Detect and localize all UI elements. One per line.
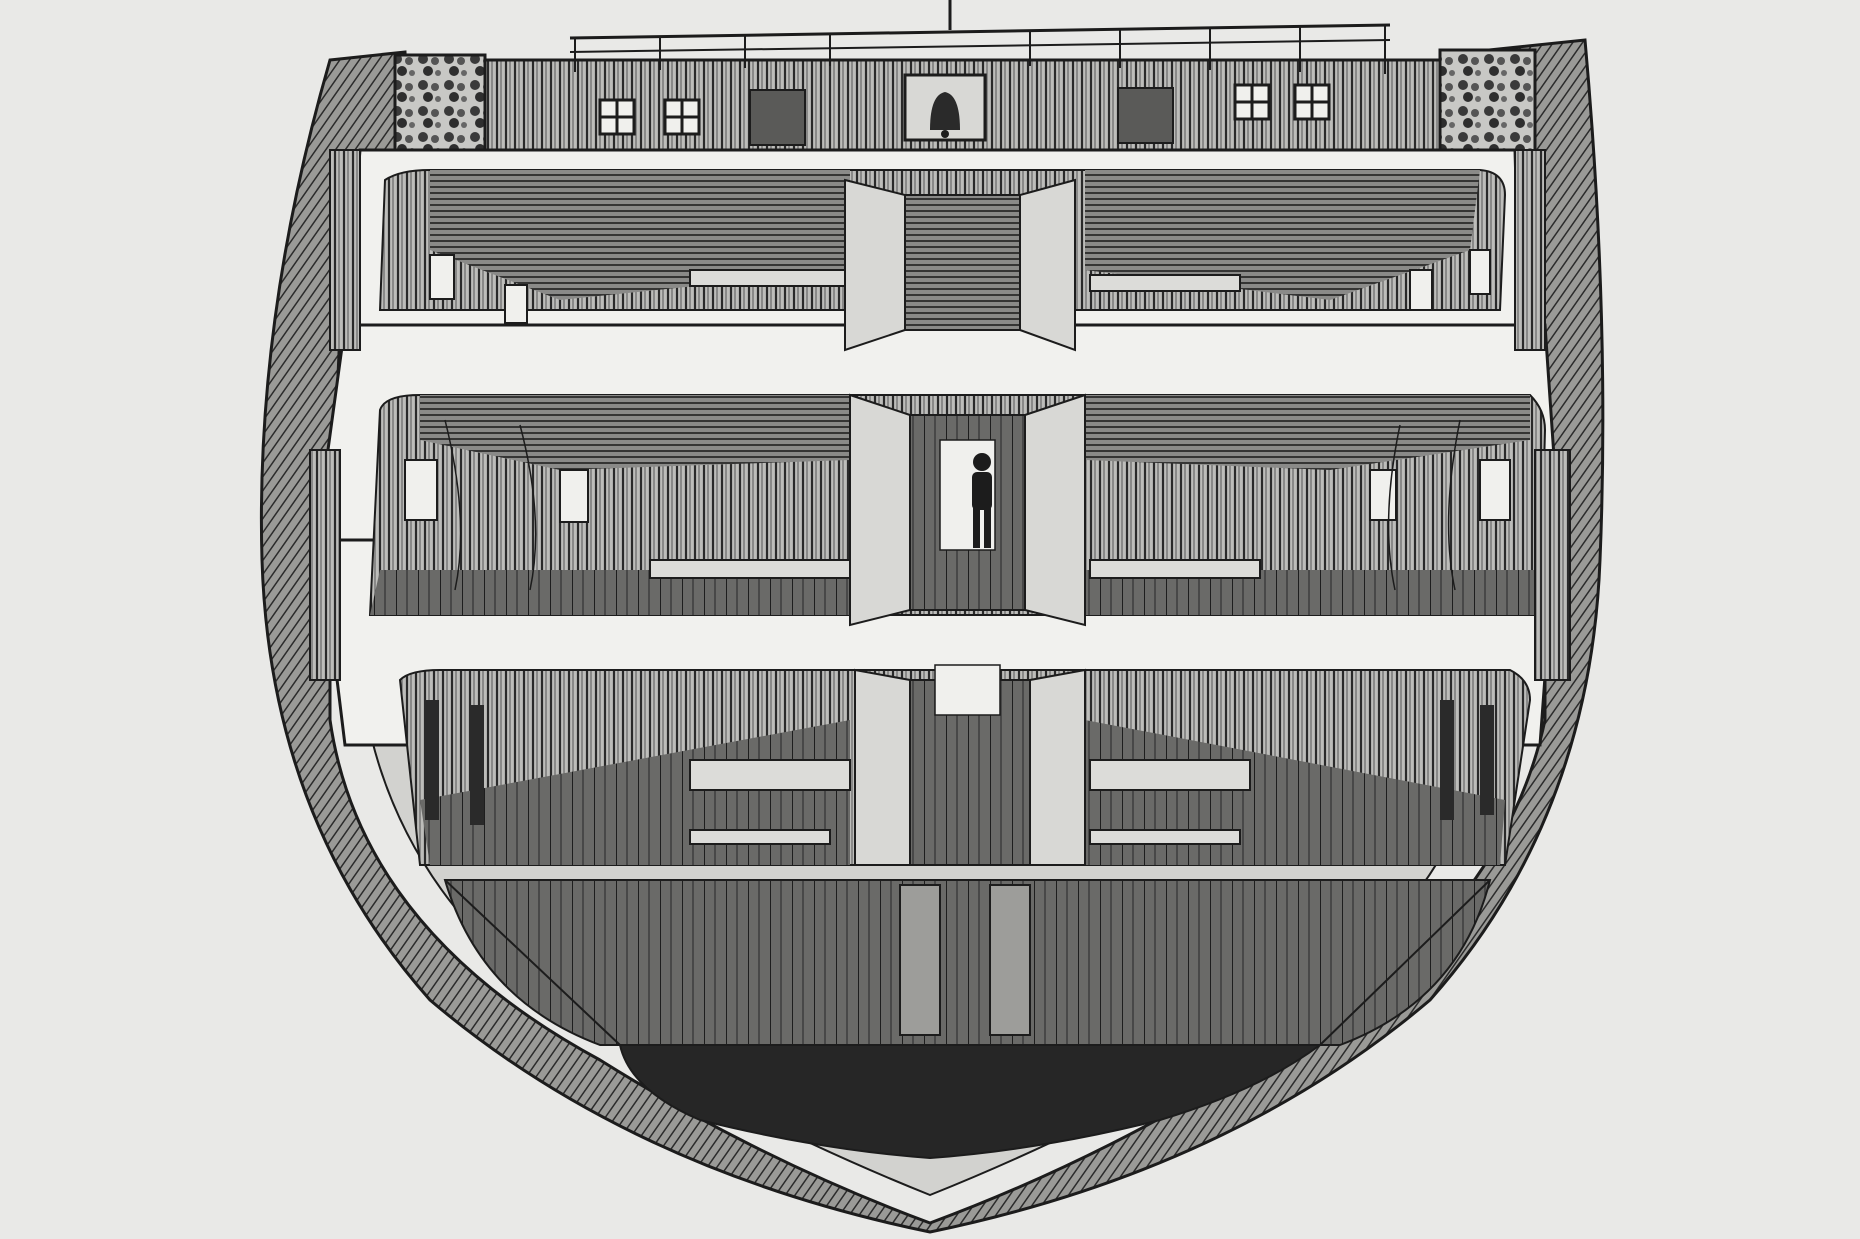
companionway-middle	[849, 393, 1086, 627]
hatch-door-right	[1117, 87, 1174, 144]
left-coal-bin	[393, 53, 487, 162]
lower-deck	[398, 664, 1532, 866]
bell-icon	[903, 73, 987, 142]
companionway-upper	[844, 178, 1076, 352]
standing-figure	[972, 453, 992, 548]
hatch-door-left	[749, 89, 806, 146]
outer-side-panels	[309, 149, 1571, 681]
porthole-icon	[598, 83, 1331, 136]
top-bulwark	[393, 0, 1537, 162]
right-coal-bin	[1438, 48, 1537, 162]
hold	[443, 879, 1492, 1160]
